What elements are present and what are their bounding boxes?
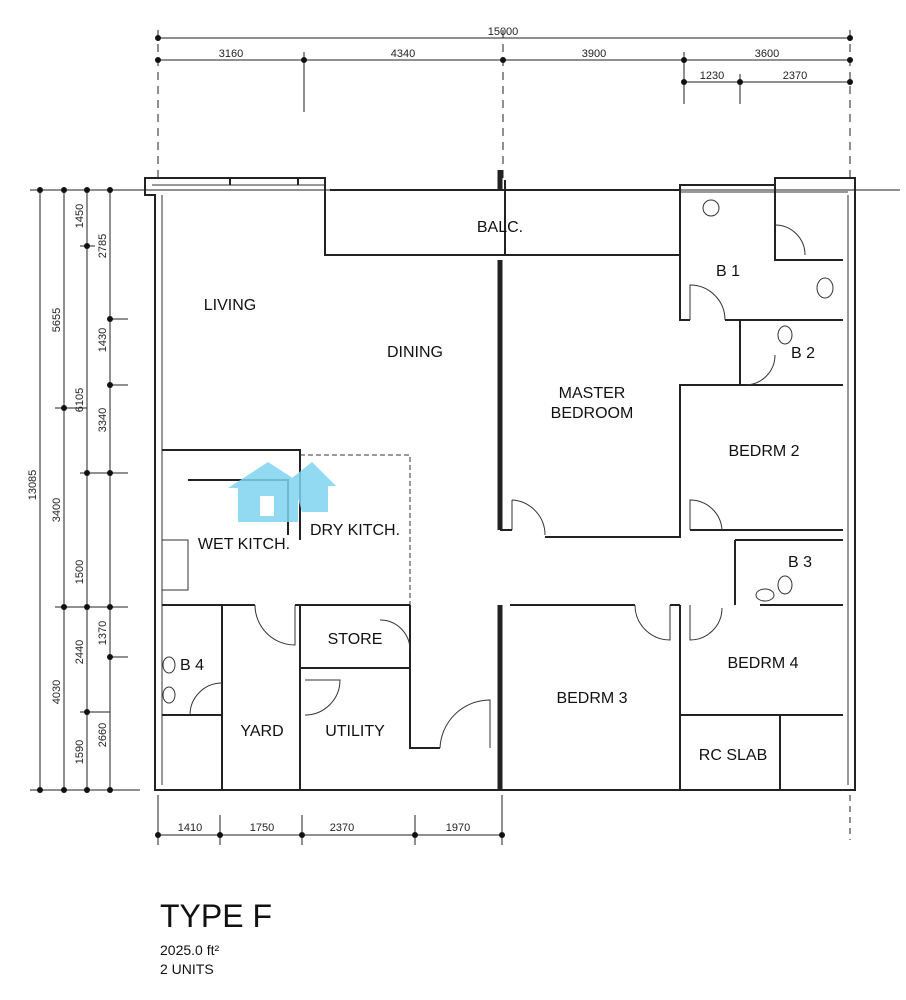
room-labels: LIVING DINING BALC. MASTER BEDROOM B 1 B… [180, 219, 815, 764]
dim-left-total: 13085 [27, 470, 39, 501]
bottom-dimensions: 1410 1750 2370 1970 [155, 795, 851, 845]
dim-top: 3900 [582, 48, 606, 60]
room-living: LIVING [204, 297, 256, 314]
room-wet-kitchen: WET KITCH. [198, 536, 290, 553]
dim-left: 1590 [74, 740, 86, 764]
dim-bottom: 1410 [178, 822, 202, 834]
room-rc-slab: RC SLAB [699, 747, 767, 764]
dim-left: 2440 [74, 640, 86, 664]
plan-area: 2025.0 ft² [160, 942, 220, 958]
house-logo-watermark [228, 462, 336, 522]
dim-top-sub: 1230 [700, 70, 724, 82]
room-b3: B 3 [788, 554, 812, 571]
plan-type-title: TYPE F [160, 898, 273, 934]
dim-left: 1450 [74, 204, 86, 228]
dim-top: 3600 [755, 48, 779, 60]
room-bedrm3: BEDRM 3 [556, 690, 627, 707]
room-b4: B 4 [180, 657, 204, 674]
dim-left: 6105 [74, 388, 86, 412]
left-dimensions: 13085 5655 3400 4030 1450 6105 1500 2440… [27, 187, 900, 793]
dim-bottom: 1970 [446, 822, 470, 834]
room-master-bedroom: BEDROOM [551, 405, 634, 422]
dim-top-sub: 2370 [783, 70, 807, 82]
dim-left: 1500 [74, 560, 86, 584]
dim-top-total: 15000 [488, 26, 519, 38]
dim-top: 3160 [219, 48, 243, 60]
plan-units: 2 UNITS [160, 961, 214, 977]
room-balcony: BALC. [477, 219, 523, 236]
room-dry-kitchen: DRY KITCH. [310, 522, 400, 539]
room-bedrm2: BEDRM 2 [728, 443, 799, 460]
room-store: STORE [328, 631, 383, 648]
dim-left: 1370 [97, 621, 109, 645]
room-utility: UTILITY [325, 723, 385, 740]
dim-left: 2785 [97, 234, 109, 258]
room-dining: DINING [387, 344, 443, 361]
dim-left: 4030 [51, 680, 63, 704]
dim-bottom: 2370 [330, 822, 354, 834]
dim-left: 2660 [97, 723, 109, 747]
room-yard: YARD [240, 723, 283, 740]
room-bedrm4: BEDRM 4 [727, 655, 798, 672]
top-dimensions: 15000 3160 4340 3900 3600 1230 2370 [155, 26, 853, 180]
dim-left: 5655 [51, 308, 63, 332]
room-master-bedroom: MASTER [559, 385, 626, 402]
dim-left: 1430 [97, 328, 109, 352]
dim-bottom: 1750 [250, 822, 274, 834]
room-b2: B 2 [791, 345, 815, 362]
dim-left: 3400 [51, 498, 63, 522]
dim-top: 4340 [391, 48, 415, 60]
dim-left: 3340 [97, 408, 109, 432]
room-b1: B 1 [716, 263, 740, 280]
